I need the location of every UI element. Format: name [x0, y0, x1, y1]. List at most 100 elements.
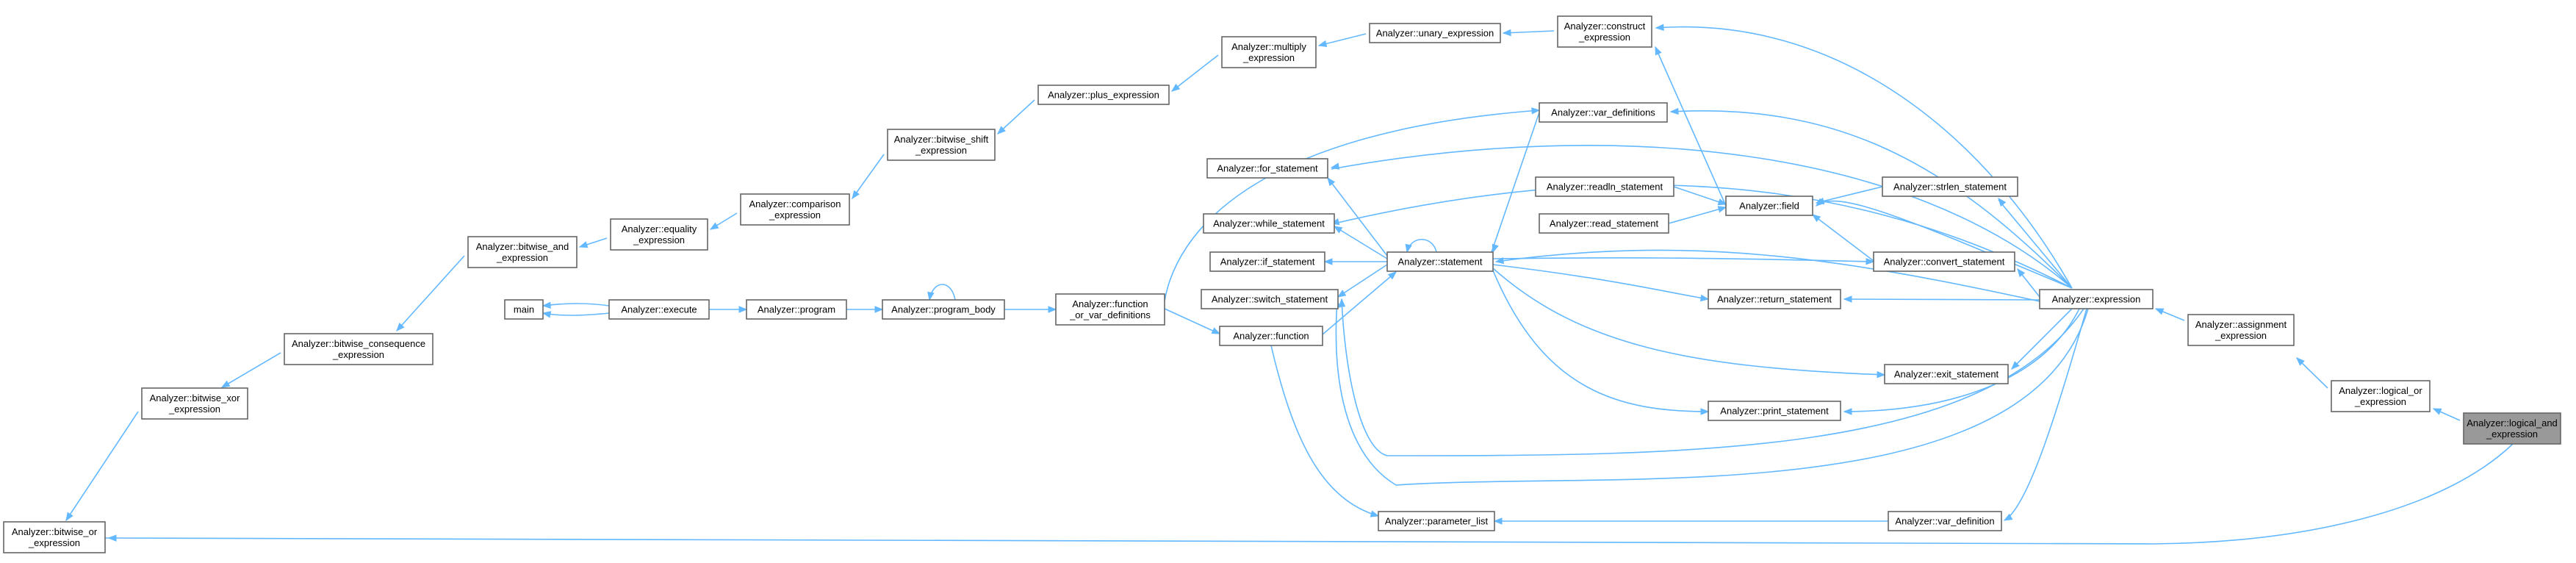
node-label: Analyzer::while_statement: [1213, 218, 1325, 229]
node-var-definitions[interactable]: Analyzer::var_definitions: [1539, 102, 1668, 123]
node-box: [284, 333, 433, 365]
node-box: [1539, 213, 1669, 234]
node-label: Analyzer::bitwise_shift: [894, 134, 989, 145]
node-box: [467, 236, 578, 268]
node-while-statement[interactable]: Analyzer::while_statement: [1203, 213, 1335, 234]
node-label: _expression: [28, 537, 80, 548]
node-box: [1386, 251, 1494, 272]
node-convert-statement[interactable]: Analyzer::convert_statement: [1873, 251, 2015, 272]
node-function-or-var[interactable]: Analyzer::function_or_var_definitions: [1055, 293, 1165, 326]
call-edge: [927, 284, 956, 301]
node-exit-statement[interactable]: Analyzer::exit_statement: [1884, 364, 2009, 384]
node-comparison[interactable]: Analyzer::comparison_expression: [740, 193, 850, 226]
node-box: [1206, 158, 1328, 179]
node-label: _expression: [332, 349, 384, 360]
node-box: [1369, 23, 1501, 43]
node-statement[interactable]: Analyzer::statement: [1386, 251, 1494, 272]
node-label: Analyzer::assignment: [2195, 319, 2287, 330]
call-edge: [396, 255, 465, 331]
call-edge: [1815, 186, 1883, 205]
node-label: Analyzer::multiply: [1231, 41, 1306, 52]
node-box: [1203, 213, 1335, 234]
node-box: [882, 299, 1005, 320]
node-assignment[interactable]: Analyzer::assignment_expression: [2187, 314, 2295, 346]
node-program-body[interactable]: Analyzer::program_body: [882, 299, 1005, 320]
node-program[interactable]: Analyzer::program: [746, 299, 847, 320]
node-bitwise-xor[interactable]: Analyzer::bitwise_xor_expression: [141, 387, 248, 420]
call-edge: [104, 443, 2514, 545]
node-box: [610, 218, 708, 251]
call-edge: [542, 301, 610, 309]
node-function[interactable]: Analyzer::function: [1219, 326, 1323, 346]
node-label: Analyzer::for_statement: [1217, 163, 1318, 174]
node-bitwise-or[interactable]: Analyzer::bitwise_or_expression: [3, 521, 106, 553]
node-label: Analyzer::strlen_statement: [1893, 182, 2007, 193]
node-label: _expression: [2354, 396, 2406, 407]
node-label: Analyzer::convert_statement: [1884, 257, 2005, 268]
node-label: Analyzer::var_definition: [1895, 516, 1994, 527]
node-label: Analyzer::function: [1233, 331, 1309, 342]
call-edge: [1338, 298, 2084, 456]
node-expression[interactable]: Analyzer::expression: [2039, 289, 2154, 309]
node-var-definition[interactable]: Analyzer::var_definition: [1888, 511, 2002, 531]
node-label: Analyzer::readln_statement: [1547, 182, 1663, 193]
node-label: Analyzer::var_definitions: [1551, 107, 1655, 118]
node-label: Analyzer::bitwise_and: [476, 241, 569, 252]
node-multiply[interactable]: Analyzer::multiply_expression: [1221, 36, 1317, 68]
node-logical-and[interactable]: Analyzer::logical_and_expression: [2463, 412, 2561, 445]
node-label: Analyzer::return_statement: [1717, 294, 1832, 305]
node-return-statement[interactable]: Analyzer::return_statement: [1708, 289, 1841, 309]
node-box: [1873, 251, 2015, 272]
call-edge: [2017, 268, 2040, 298]
call-edge: [1843, 295, 2040, 303]
call-edge: [852, 154, 885, 200]
node-field[interactable]: Analyzer::field: [1725, 196, 1813, 216]
call-graph-nodes: Analyzer::logical_and_expressionAnalyzer…: [3, 15, 2561, 553]
node-label: _expression: [769, 209, 821, 220]
call-edge: [1164, 107, 1541, 302]
node-read-statement[interactable]: Analyzer::read_statement: [1539, 213, 1669, 234]
call-edge: [1492, 268, 1886, 379]
node-if-statement[interactable]: Analyzer::if_statement: [1209, 251, 1325, 272]
node-logical-or[interactable]: Analyzer::logical_or_expression: [2331, 380, 2431, 412]
node-switch-statement[interactable]: Analyzer::switch_statement: [1201, 289, 1339, 309]
node-label: Analyzer::comparison: [749, 198, 841, 209]
call-edge: [1004, 306, 1057, 313]
node-box: [1055, 293, 1165, 326]
call-edge: [1502, 29, 1555, 37]
node-label: Analyzer::execute: [621, 304, 697, 315]
call-edge: [1330, 184, 2073, 289]
node-box: [608, 299, 710, 320]
node-print-statement[interactable]: Analyzer::print_statement: [1708, 401, 1841, 421]
node-for-statement[interactable]: Analyzer::for_statement: [1206, 158, 1328, 179]
call-edge: [2432, 408, 2461, 421]
node-label: _expression: [915, 145, 967, 156]
node-box: [887, 129, 996, 161]
call-edge: [1317, 33, 1367, 48]
node-box: [1219, 326, 1323, 346]
node-bitwise-consequence[interactable]: Analyzer::bitwise_consequence_expression: [284, 333, 433, 365]
node-execute[interactable]: Analyzer::execute: [608, 299, 710, 320]
call-edge: [709, 306, 748, 313]
call-edge: [1330, 145, 2073, 289]
node-unary[interactable]: Analyzer::unary_expression: [1369, 23, 1501, 43]
node-main[interactable]: main: [504, 299, 544, 320]
node-label: Analyzer::logical_and: [2467, 417, 2558, 428]
call-edge: [65, 411, 139, 522]
node-parameter-list[interactable]: Analyzer::parameter_list: [1378, 511, 1495, 531]
node-strlen-statement[interactable]: Analyzer::strlen_statement: [1882, 176, 2018, 197]
node-label: Analyzer::if_statement: [1220, 257, 1315, 268]
node-label: Analyzer::expression: [2052, 294, 2141, 305]
node-equality[interactable]: Analyzer::equality_expression: [610, 218, 708, 251]
node-box: [2039, 289, 2154, 309]
node-bitwise-shift[interactable]: Analyzer::bitwise_shift_expression: [887, 129, 996, 161]
node-plus[interactable]: Analyzer::plus_expression: [1037, 85, 1170, 105]
node-label: Analyzer::print_statement: [1720, 406, 1829, 417]
node-bitwise-and[interactable]: Analyzer::bitwise_and_expression: [467, 236, 578, 268]
node-label: Analyzer::function: [1072, 298, 1148, 309]
call-edge: [1811, 214, 1874, 262]
node-readln-statement[interactable]: Analyzer::readln_statement: [1535, 176, 1674, 197]
call-edge: [1405, 239, 1437, 254]
node-label: Analyzer::switch_statement: [1212, 294, 1328, 305]
node-construct[interactable]: Analyzer::construct_expression: [1557, 15, 1652, 48]
